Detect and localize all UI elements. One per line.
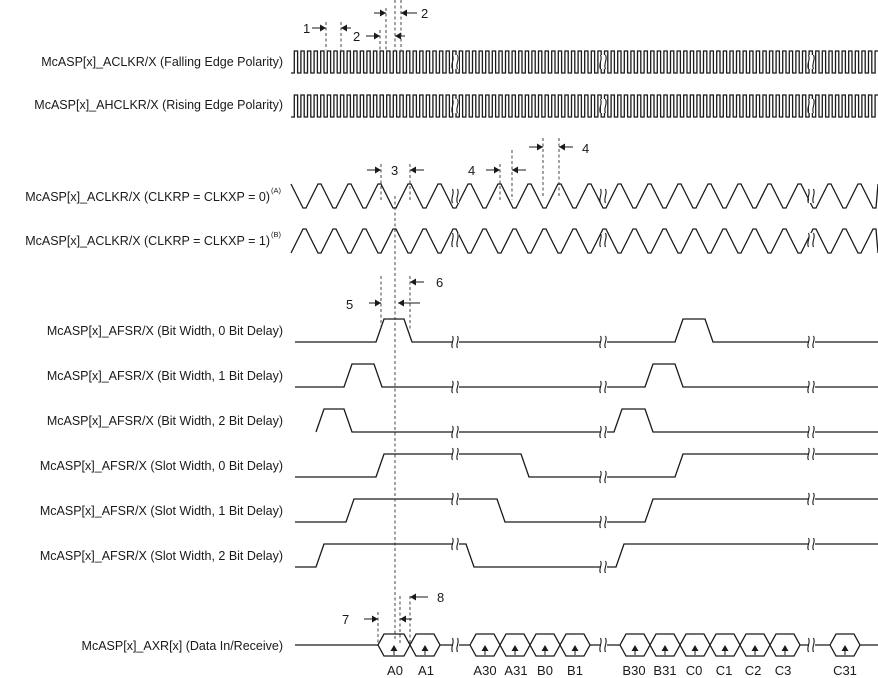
bit-label: C3 (775, 663, 792, 678)
bit-label: A31 (504, 663, 527, 678)
signal-label-afsr-bit1: McASP[x]_AFSR/X (Bit Width, 1 Bit Delay) (47, 369, 283, 383)
param-2-top: 2 (421, 6, 428, 21)
parameter-labels: 1 2 2 3 4 4 5 6 7 8 (303, 6, 589, 627)
waveform-afsr-bit0 (295, 318, 878, 343)
signal-label-aclkr-clkp1: McASP[x]_ACLKR/X (CLKRP = CLKXP = 1) (25, 234, 270, 248)
waveform-aclkr-clkp0 (290, 183, 878, 209)
bit-label: B31 (653, 663, 676, 678)
signal-label-afsr-bit0: McASP[x]_AFSR/X (Bit Width, 0 Bit Delay) (47, 324, 283, 338)
waveform-aclkr-clkp1 (290, 228, 878, 254)
bit-label: B30 (622, 663, 645, 678)
signal-label-aclkr-clkp0: McASP[x]_ACLKR/X (CLKRP = CLKXP = 0) (25, 190, 270, 204)
signal-label-ahclkr-rising: McASP[x]_AHCLKR/X (Rising Edge Polarity) (34, 98, 283, 112)
waveform-ahclkr-rising (291, 94, 878, 118)
bit-label: A1 (418, 663, 434, 678)
param-7: 7 (342, 612, 349, 627)
signal-label-afsr-bit2: McASP[x]_AFSR/X (Bit Width, 2 Bit Delay) (47, 414, 283, 428)
bit-label: A0 (387, 663, 403, 678)
param-3: 3 (391, 163, 398, 178)
param-8: 8 (437, 590, 444, 605)
signal-label-afsr-slot0: McASP[x]_AFSR/X (Slot Width, 0 Bit Delay… (40, 459, 283, 473)
note-b: (B) (271, 230, 282, 239)
waveform-aclkr-falling (291, 50, 878, 74)
break-marks (451, 54, 815, 653)
bit-label: C2 (745, 663, 762, 678)
data-bit-labels: A0 A1 A30 A31 B0 B1 B30 B31 C0 C1 C2 C3 … (387, 663, 857, 678)
bit-label: C31 (833, 663, 857, 678)
bit-label: B0 (537, 663, 553, 678)
param-1: 1 (303, 21, 310, 36)
signal-label-afsr-slot1: McASP[x]_AFSR/X (Slot Width, 1 Bit Delay… (40, 504, 283, 518)
signal-label-aclkr-falling: McASP[x]_ACLKR/X (Falling Edge Polarity) (41, 55, 283, 69)
waveform-afsr-bit2 (315, 408, 878, 433)
note-a: (A) (271, 186, 282, 195)
waveform-afsr-slot0 (295, 453, 878, 478)
param-2-mid: 2 (353, 29, 360, 44)
waveform-afsr-slot1 (295, 498, 878, 523)
bit-label: A30 (473, 663, 496, 678)
signal-labels: McASP[x]_ACLKR/X (Falling Edge Polarity)… (25, 55, 283, 653)
waveform-axr-data (295, 633, 878, 657)
bit-label: C1 (716, 663, 733, 678)
waveform-afsr-bit1 (295, 363, 878, 388)
bit-label: C0 (686, 663, 703, 678)
param-5: 5 (346, 297, 353, 312)
bit-label: B1 (567, 663, 583, 678)
waveform-afsr-slot2 (295, 543, 878, 568)
param-4-left: 4 (468, 163, 475, 178)
signal-label-axr-data: McASP[x]_AXR[x] (Data In/Receive) (82, 639, 283, 653)
param-4-right: 4 (582, 141, 589, 156)
timing-dimensions (312, 0, 573, 645)
signal-label-afsr-slot2: McASP[x]_AFSR/X (Slot Width, 2 Bit Delay… (40, 549, 283, 563)
param-6: 6 (436, 275, 443, 290)
